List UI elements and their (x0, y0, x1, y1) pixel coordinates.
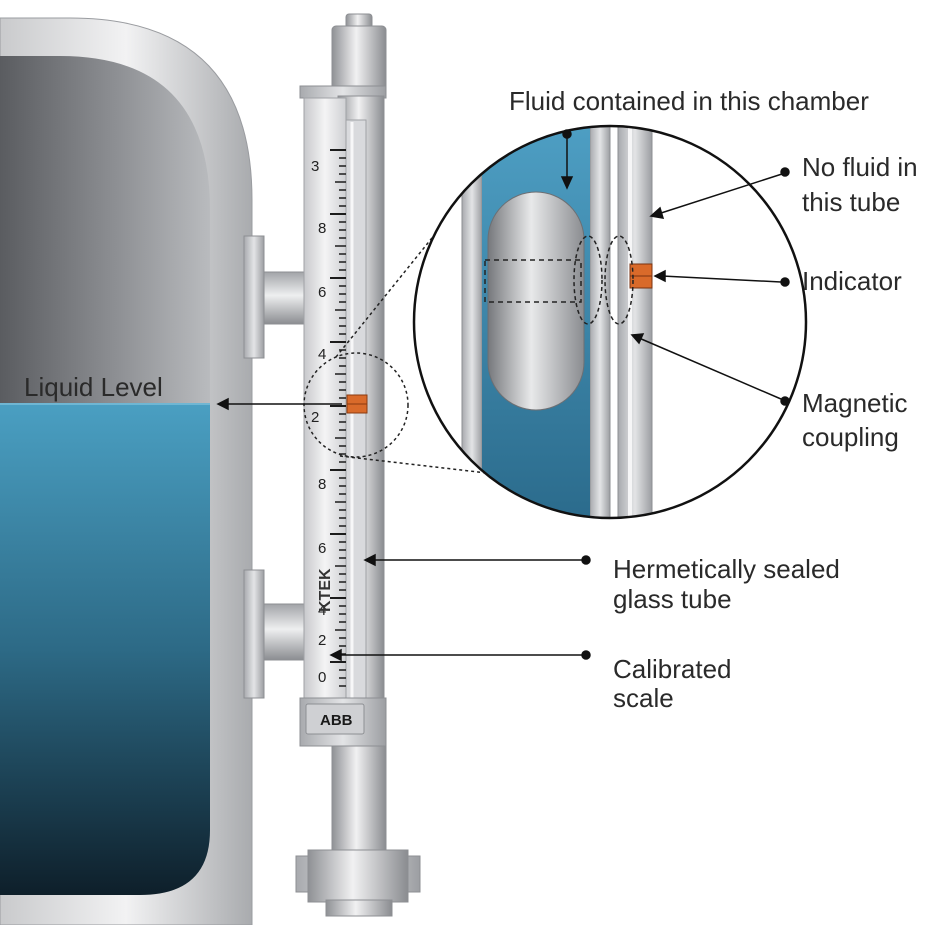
label-liquid-level: Liquid Level (24, 372, 163, 402)
scale-minor-7: 2 (318, 632, 326, 649)
labels: Liquid Level Fluid contained in this cha… (24, 86, 918, 713)
magnetic-coupling-ellipse-left (573, 235, 603, 325)
zoom-glass-tube (617, 126, 653, 518)
label-magnetic-2: coupling (802, 422, 899, 452)
scale-minor-3: 4 (318, 346, 326, 363)
magnetic-coupling-ellipse-right (604, 235, 634, 325)
scale-minor-5: 6 (318, 540, 326, 557)
label-sealed-2: glass tube (613, 584, 732, 614)
scale-major-mid: 2 (311, 409, 319, 426)
float-magnet (484, 259, 582, 303)
label-no-fluid-2: this tube (802, 187, 900, 217)
label-indicator: Indicator (802, 266, 902, 296)
zoom-callout (303, 124, 808, 520)
scale-minor-2: 6 (318, 284, 326, 301)
vessel (0, 17, 253, 926)
lower-nozzle (243, 569, 309, 699)
label-magnetic-1: Magnetic (802, 388, 908, 418)
label-sealed-1: Hermetically sealed (613, 554, 840, 584)
zoom-detail (414, 126, 806, 518)
label-no-fluid-1: No fluid in (802, 152, 918, 182)
vessel-liquid (0, 404, 210, 895)
zoom-circle-border (412, 124, 808, 520)
scale-minor-8: 0 (318, 669, 326, 686)
label-calibrated-1: Calibrated (613, 654, 732, 684)
leader-lines (216, 129, 790, 662)
vessel-vapor-space (0, 56, 210, 404)
scale-minor-4: 8 (318, 476, 326, 493)
scale-minor-6: 4 (318, 602, 326, 619)
label-calibrated-2: scale (613, 683, 674, 713)
scale-minor-1: 8 (318, 220, 326, 237)
abb-logo: ABB (320, 712, 353, 729)
scale-major-top: 3 (311, 158, 319, 175)
scale-ticks (330, 149, 346, 687)
zoom-source-circle (303, 352, 409, 458)
label-fluid-chamber: Fluid contained in this chamber (509, 86, 869, 116)
gauge-column: 3 2 8 6 4 8 6 4 2 0 KTEK ABB (295, 13, 421, 917)
abb-nameplate (305, 703, 365, 735)
magnetic-float (487, 191, 585, 411)
upper-nozzle (243, 235, 309, 359)
brand-logo-ktek: KTEK (317, 568, 334, 612)
